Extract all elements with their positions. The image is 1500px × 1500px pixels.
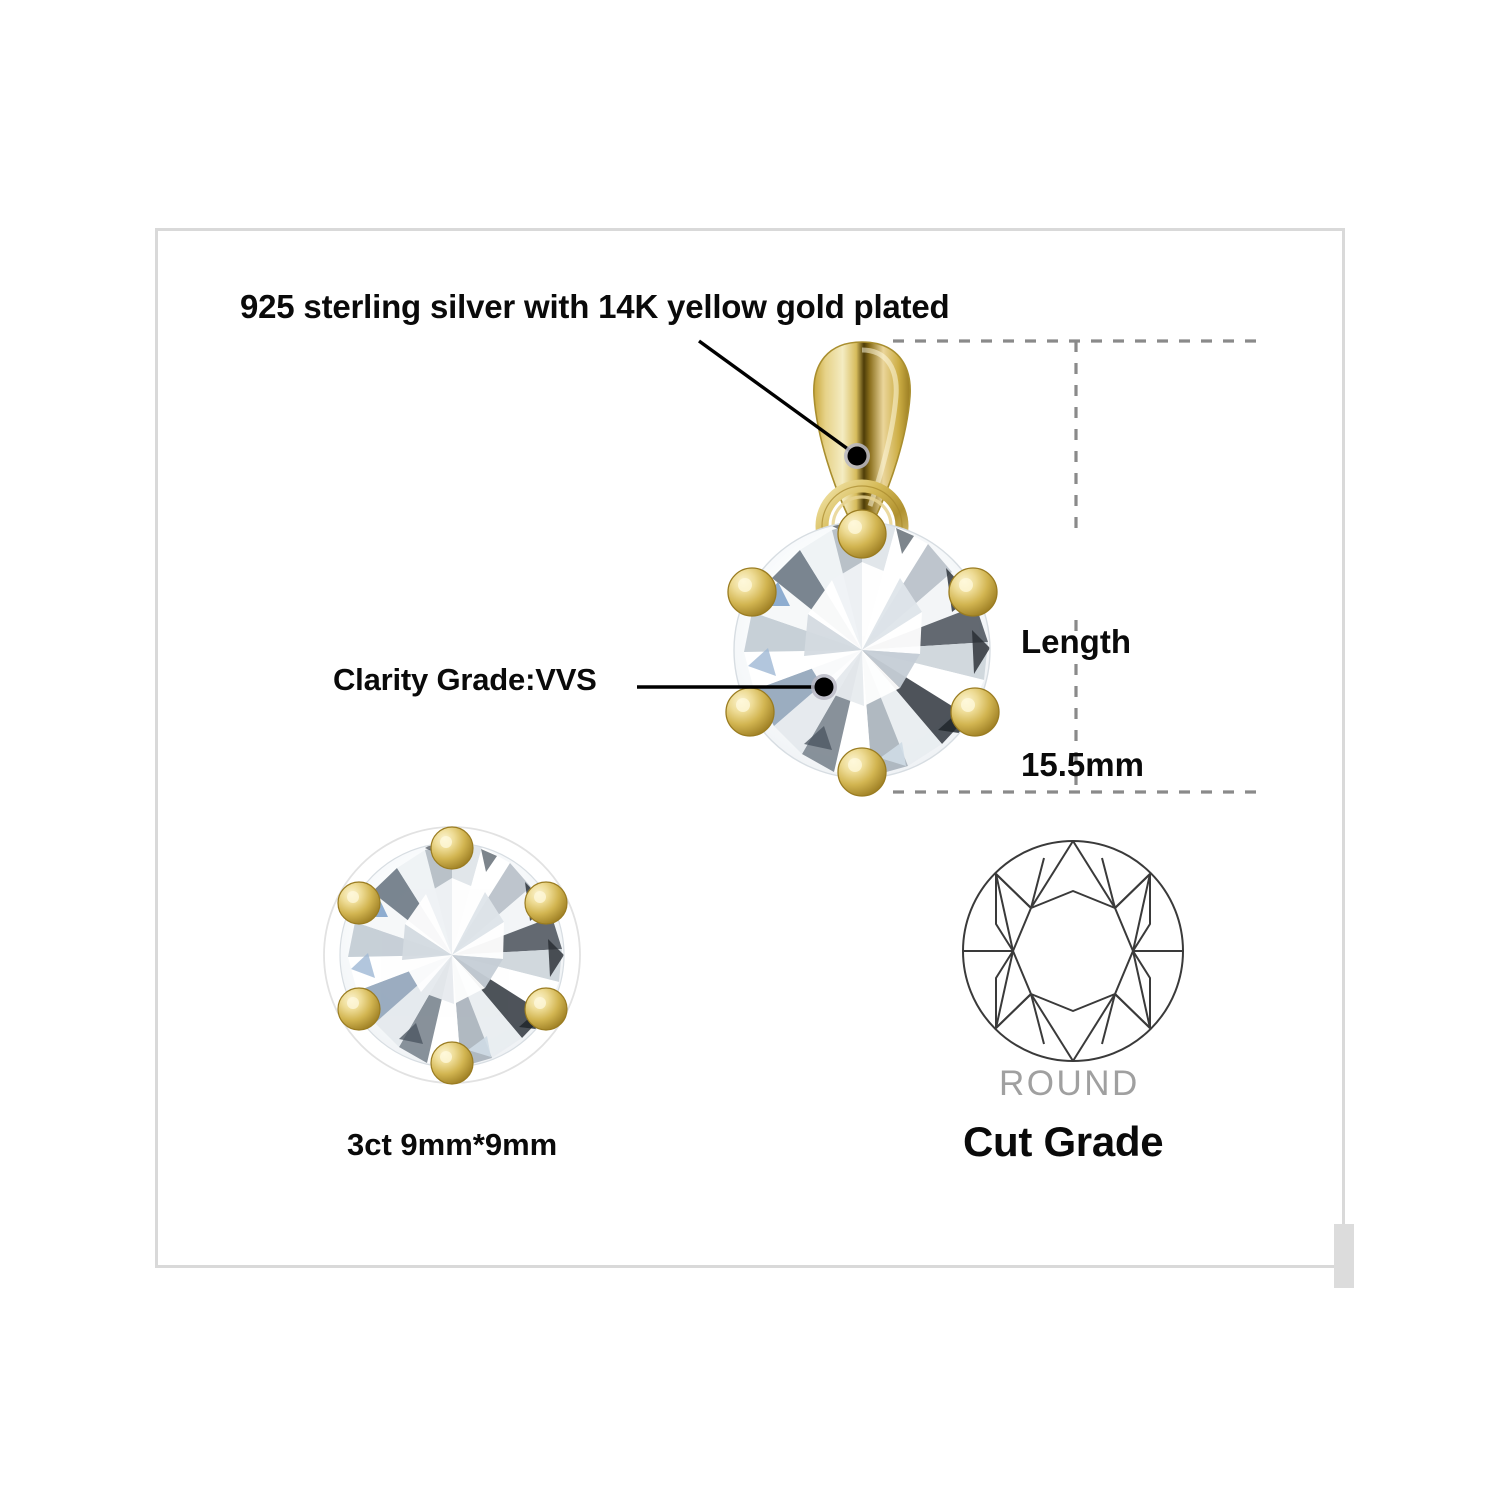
length-dimension-label: Length 15.5mm: [1021, 538, 1144, 868]
stud-stone: [339, 842, 565, 1068]
clarity-callout-label: Clarity Grade:VVS: [333, 662, 597, 697]
stud-prong-lower-left: [337, 987, 381, 1031]
stud-prong-upper-right: [524, 881, 568, 925]
prong-top: [837, 509, 887, 559]
pendant-illustration: [700, 330, 1040, 810]
stud-prong-top: [430, 826, 474, 870]
material-callout-label: 925 sterling silver with 14K yellow gold…: [240, 288, 950, 325]
carat-size-label: 3ct 9mm*9mm: [347, 1127, 558, 1162]
stud-illustration: [315, 818, 590, 1093]
card-border: [155, 228, 1345, 1268]
round-cut-diagram: [958, 836, 1188, 1066]
length-value: 15.5mm: [1021, 746, 1144, 784]
center-stone: [733, 521, 991, 779]
prong-upper-right: [948, 567, 998, 617]
stud-prongs: [337, 826, 568, 1085]
stud-prong-bottom: [430, 1041, 474, 1085]
prong-lower-left: [725, 687, 775, 737]
bezel-facets: [995, 873, 1151, 1029]
shape-label: ROUND: [999, 1064, 1140, 1103]
stud-prong-lower-right: [524, 987, 568, 1031]
prong-upper-left: [727, 567, 777, 617]
prong-bottom: [837, 747, 887, 797]
border-corner-artifact: [1334, 1224, 1354, 1288]
stone-facets: [744, 522, 990, 776]
stone-prongs: [725, 509, 1000, 797]
table-octagon: [1012, 890, 1134, 1012]
cut-grade-label: Cut Grade: [963, 1118, 1164, 1165]
girdle-connectors: [1030, 857, 1116, 1045]
prong-lower-right: [950, 687, 1000, 737]
stud-prong-upper-left: [337, 881, 381, 925]
length-title: Length: [1021, 622, 1131, 660]
